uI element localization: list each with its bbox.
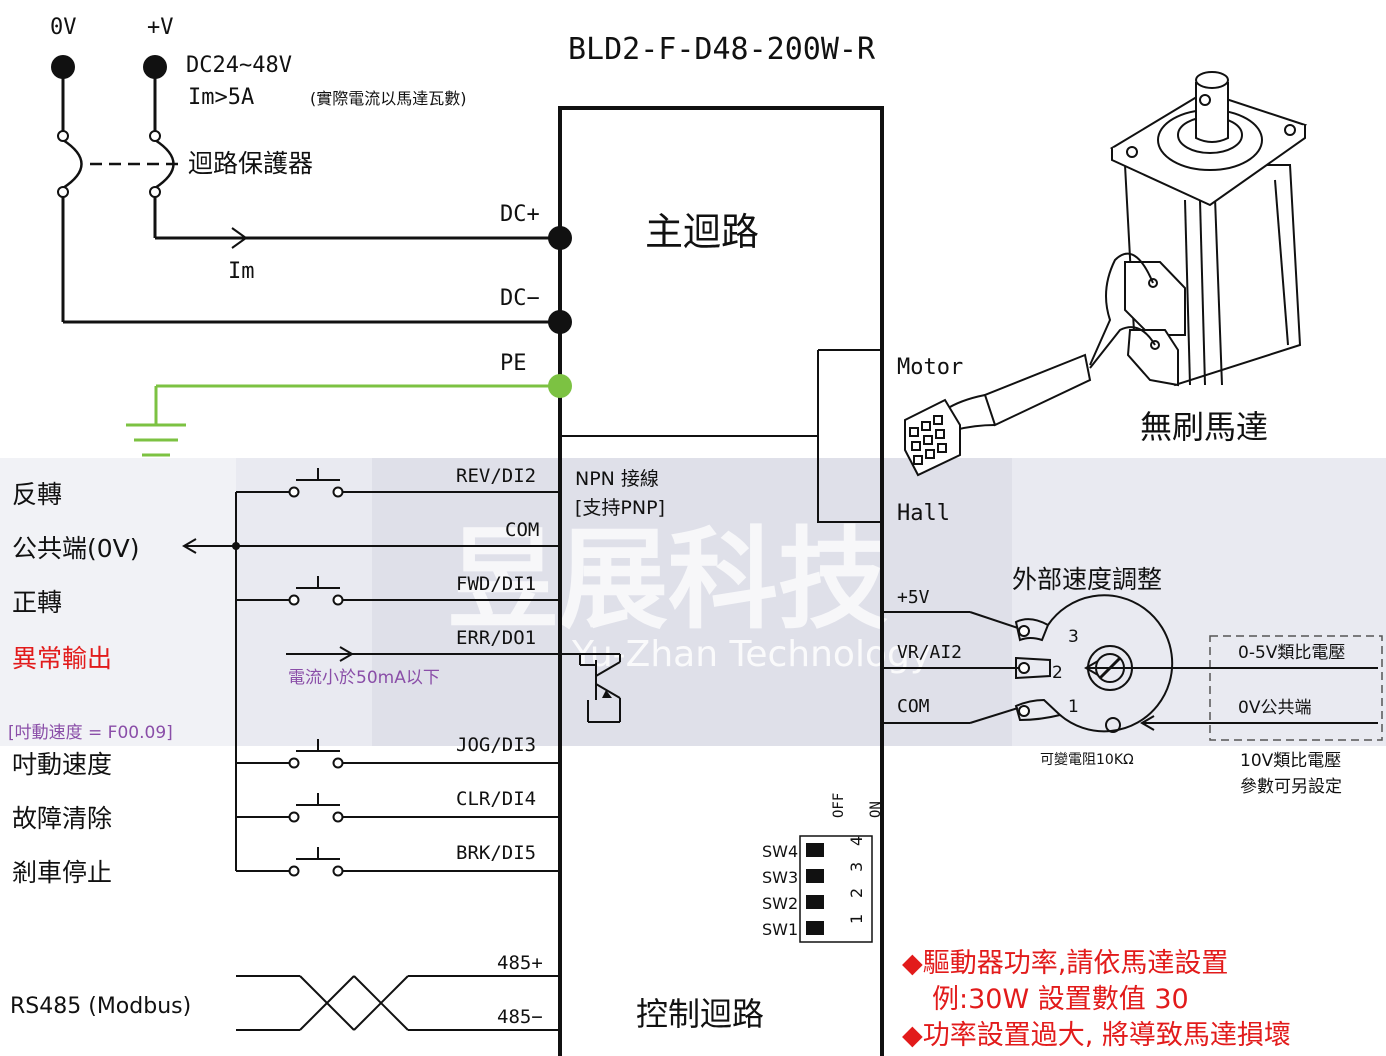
pot-pin-3 <box>1018 625 1030 637</box>
dip-num-3: 3 <box>847 862 866 872</box>
breaker-contact <box>149 186 161 198</box>
label-pe: PE <box>500 351 527 376</box>
pnp-support: [支持PNP] <box>575 497 665 519</box>
label-forward: 正轉 <box>12 588 62 617</box>
dip-label-sw2: SW2 <box>762 894 798 913</box>
watermark-band <box>372 458 1012 746</box>
motor-illustration <box>1109 71 1308 387</box>
dip-toggle-sw3[interactable] <box>806 869 824 883</box>
terminal-plus-v-dot <box>143 55 167 79</box>
analog-input-box <box>1209 635 1383 741</box>
analog-param: 參數可另設定 <box>1240 777 1342 797</box>
pot-rating-label: 可變電阻10KΩ <box>1040 752 1134 768</box>
pot-label-2: 2 <box>1052 663 1063 683</box>
dip-label-sw3: SW3 <box>762 868 798 887</box>
label-current-note: 電流小於50mA以下 <box>288 668 440 688</box>
label-jog-param: [吋動速度 = F00.09] <box>8 723 173 743</box>
motor-label: 無刷馬達 <box>1140 408 1268 446</box>
note-line-3: ◆功率設置過大, 將導致馬達損壞 <box>902 1020 1291 1051</box>
ground-symbol <box>126 384 560 457</box>
junction-dot <box>232 542 240 550</box>
label-brk: BRK/DI5 <box>456 842 536 864</box>
label-im-arrow: Im <box>228 259 255 284</box>
label-hall: Hall <box>897 501 950 526</box>
driver-box <box>558 106 884 1056</box>
label-brake: 剎車停止 <box>12 858 112 887</box>
label-com: COM <box>505 519 539 541</box>
watermark-cn: 昱展科技 <box>448 516 888 644</box>
dip-toggle-sw4[interactable] <box>806 843 824 857</box>
pot-pin-1 <box>1018 705 1030 717</box>
dip-on-label: ON <box>868 801 884 818</box>
label-fault-output: 異常輸出 <box>12 644 112 673</box>
dip-off-label: OFF <box>831 793 847 818</box>
dip-label-sw1: SW1 <box>762 920 798 939</box>
transistor-arrow <box>602 690 612 698</box>
label-dc-plus: DC+ <box>500 202 540 227</box>
analog-com: 0V公共端 <box>1238 698 1311 718</box>
label-485-plus: 485+ <box>497 952 543 974</box>
switch-contacts <box>288 486 344 877</box>
label-dc-range: DC24~48V <box>186 53 292 78</box>
analog-0-5v: 0-5V類比電壓 <box>1238 643 1345 663</box>
model-title: BLD2-F-D48-200W-R <box>568 32 876 67</box>
label-common: 公共端(0V) <box>12 534 140 563</box>
label-jog: JOG/DI3 <box>456 734 536 756</box>
label-485-minus: 485− <box>497 1006 543 1028</box>
motor-connector <box>904 398 961 477</box>
label-clr: CLR/DI4 <box>456 788 536 810</box>
label-err: ERR/DO1 <box>456 627 536 649</box>
dip-toggle-sw1[interactable] <box>806 921 824 935</box>
label-com-right: COM <box>897 696 930 717</box>
terminal-0v-dot <box>51 55 75 79</box>
pot-label-1: 1 <box>1068 697 1079 717</box>
breaker-contact <box>149 130 161 142</box>
label-jog-speed: 吋動速度 <box>12 750 112 779</box>
note-line-1: ◆驅動器功率,請依馬達設置 <box>902 948 1228 979</box>
control-wiring <box>182 468 621 1031</box>
label-dc-minus: DC− <box>500 286 540 311</box>
control-circuit-label: 控制迴路 <box>636 995 764 1033</box>
label-vr: VR/AI2 <box>897 642 962 663</box>
pot-label-3: 3 <box>1068 627 1079 647</box>
label-im-requirement: Im>5A <box>188 85 254 110</box>
label-motor: Motor <box>897 355 963 380</box>
label-rs485: RS485 (Modbus) <box>10 994 191 1019</box>
label-fwd: FWD/DI1 <box>456 573 536 595</box>
watermark-en: Yu-Zhan Technology <box>571 634 931 675</box>
motor-cable <box>943 252 1156 432</box>
main-circuit-label: 主迴路 <box>645 210 759 254</box>
label-plus-v: +V <box>147 15 174 40</box>
label-breaker: 迴路保護器 <box>188 149 313 178</box>
label-0v: 0V <box>50 15 77 40</box>
label-fault-clear: 故障清除 <box>12 804 112 833</box>
dip-num-4: 4 <box>847 836 866 846</box>
motor-connector-box <box>817 349 882 523</box>
label-im-note: (實際電流以馬達瓦數) <box>310 89 467 108</box>
pot-pin-2 <box>1018 662 1030 674</box>
terminal-dc-plus-dot <box>548 226 572 250</box>
left-band <box>0 458 236 746</box>
terminal-pe-dot <box>548 374 572 398</box>
label-rev: REV/DI2 <box>456 465 536 487</box>
dip-toggle-sw2[interactable] <box>806 895 824 909</box>
label-reverse: 反轉 <box>12 480 62 509</box>
note-line-2: 例:30W 設置數值 30 <box>932 984 1189 1015</box>
npn-label: NPN 接線 <box>575 468 659 490</box>
label-plus5v: +5V <box>897 587 930 608</box>
dip-num-1: 1 <box>847 914 866 924</box>
breaker-contact <box>57 130 69 142</box>
terminal-dc-minus-dot <box>548 310 572 334</box>
dip-label-sw4: SW4 <box>762 842 798 861</box>
analog-arrows <box>1084 660 1378 731</box>
dip-num-2: 2 <box>847 888 866 898</box>
analog-10v: 10V類比電壓 <box>1240 751 1341 771</box>
breaker-contact <box>57 186 69 198</box>
power-section <box>61 70 560 324</box>
speed-title: 外部速度調整 <box>1012 565 1162 594</box>
